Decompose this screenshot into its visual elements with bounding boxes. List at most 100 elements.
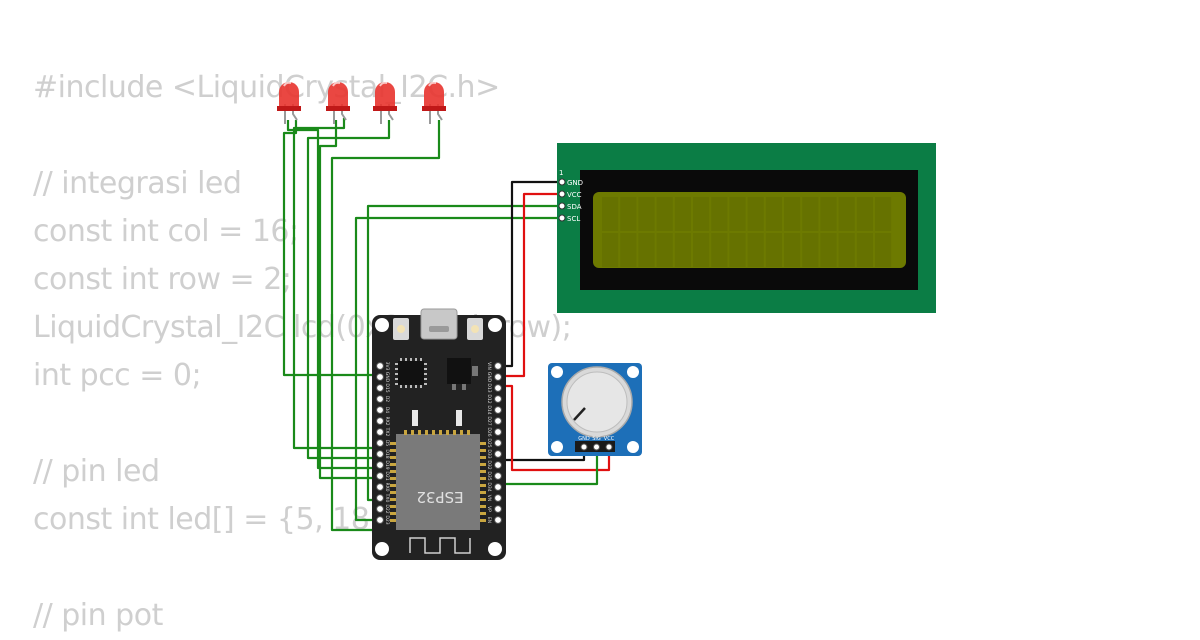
esp32-pin-label: D12 [486, 394, 492, 403]
esp32-pin[interactable] [494, 494, 502, 502]
lcd-pin[interactable] [558, 214, 566, 222]
esp32-pin[interactable] [494, 439, 502, 447]
lcd-char-cell [838, 197, 855, 231]
esp32-pin-label: D35 [486, 471, 492, 480]
esp32-pin[interactable] [376, 461, 384, 469]
esp32-pin[interactable] [376, 516, 384, 524]
usb-uart-chip [398, 361, 424, 385]
lcd-char-cell [620, 233, 637, 267]
lcd-char-cell [638, 197, 655, 231]
esp32-pin-label: D5 [384, 440, 390, 446]
lcd-char-cell [838, 233, 855, 267]
esp32-pin-label: D4 [384, 407, 390, 413]
lcd-pin-label: SCL [567, 215, 580, 223]
esp32-pin[interactable] [376, 406, 384, 414]
wire-led2[interactable] [292, 118, 380, 450]
lcd-char-cell [711, 197, 728, 231]
esp32-board[interactable]: ESP32 3V3GNDD15D2D4RX2TX2D5D18D19D21RX0T… [372, 308, 506, 560]
lcd-pin[interactable] [558, 202, 566, 210]
led-4[interactable] [422, 81, 446, 124]
wire-lcd-gnd[interactable] [498, 180, 562, 368]
esp32-pin[interactable] [376, 362, 384, 370]
esp32-pin[interactable] [376, 439, 384, 447]
esp32-pin[interactable] [376, 373, 384, 381]
esp32-pin[interactable] [494, 505, 502, 513]
esp32-pin[interactable] [494, 428, 502, 436]
lcd-char-cell [602, 197, 619, 231]
lcd-char-cell [638, 233, 655, 267]
esp32-pin[interactable] [494, 362, 502, 370]
led-wires [282, 118, 441, 532]
pot-pin[interactable] [605, 443, 613, 451]
pot-pin[interactable] [580, 443, 588, 451]
esp32-pin[interactable] [494, 373, 502, 381]
mount-hole-tl [375, 318, 389, 332]
mount-hole-bl [375, 542, 389, 556]
led-3[interactable] [373, 81, 397, 124]
esp32-chip-label: ESP32 [416, 488, 463, 506]
esp32-pin[interactable] [494, 472, 502, 480]
esp32-pin-label: GND [486, 372, 492, 383]
esp32-pin-label: VN [486, 495, 492, 501]
pot-pin-label: VCC [604, 436, 615, 442]
esp32-pin[interactable] [494, 406, 502, 414]
esp32-right-header: VINGNDD13D12D14D27D26D25D33D32D35D34VNVP… [486, 362, 502, 524]
lcd-pin-label: SDA [567, 203, 582, 211]
wire-pot-sig[interactable] [498, 446, 599, 486]
mount-hole-tr [488, 318, 502, 332]
esp32-pin[interactable] [494, 417, 502, 425]
esp32-pin-label: TX2 [384, 427, 390, 437]
esp32-pin-label: RX0 [384, 482, 390, 491]
wire-lcd-scl[interactable] [354, 216, 562, 522]
lcd-char-cell [765, 233, 782, 267]
wire-led2-b[interactable] [318, 120, 380, 480]
esp32-pin-label: VIN [486, 362, 492, 370]
led-2[interactable] [326, 81, 350, 124]
esp32-pin[interactable] [376, 417, 384, 425]
esp32-pin-label: D33 [486, 449, 492, 458]
esp32-pin[interactable] [376, 428, 384, 436]
wire-led1-b[interactable] [286, 120, 380, 470]
esp32-pin[interactable] [376, 494, 384, 502]
mount-hole-br [488, 542, 502, 556]
wire-pot-vcc[interactable] [498, 384, 611, 472]
code-line: int pcc = 0; [33, 358, 202, 393]
code-line: // pin pot [33, 598, 163, 633]
esp32-pin[interactable] [376, 483, 384, 491]
esp32-pin[interactable] [494, 483, 502, 491]
esp32-pin[interactable] [376, 395, 384, 403]
led-1[interactable] [277, 81, 301, 124]
esp32-pin-label: D23 [384, 515, 390, 524]
led-smd-right [456, 410, 462, 426]
wire-lcd-vcc[interactable] [498, 192, 562, 378]
pot-pin[interactable] [593, 443, 600, 451]
lcd-char-cell [802, 233, 819, 267]
esp32-pin[interactable] [376, 505, 384, 513]
lcd-char-cell [729, 197, 746, 231]
voltage-regulator [447, 358, 471, 384]
esp32-pin[interactable] [494, 395, 502, 403]
esp32-left-header: 3V3GNDD15D2D4RX2TX2D5D18D19D21RX0TX0D22D… [376, 362, 390, 525]
code-line: // pin led [33, 454, 160, 489]
lcd-pin[interactable] [558, 190, 566, 198]
esp32-pin[interactable] [494, 461, 502, 469]
esp32-pin[interactable] [494, 450, 502, 458]
esp32-pin[interactable] [376, 472, 384, 480]
esp32-pin[interactable] [494, 384, 502, 392]
wire-led4[interactable] [330, 120, 441, 532]
esp32-pin[interactable] [376, 384, 384, 392]
esp32-pin-label: D32 [486, 460, 492, 469]
lcd-pin-label: GND [567, 179, 583, 187]
pot-pin-label: SIG [592, 436, 601, 442]
lcd-char-cell [784, 233, 801, 267]
esp32-pin-label: D26 [486, 427, 492, 436]
lcd-char-cell [784, 197, 801, 231]
pot-pointer [573, 407, 586, 421]
esp32-pin-label: D2 [384, 396, 390, 402]
esp32-pin[interactable] [494, 516, 502, 524]
lcd-pin[interactable] [558, 178, 566, 186]
esp32-pin[interactable] [376, 450, 384, 458]
